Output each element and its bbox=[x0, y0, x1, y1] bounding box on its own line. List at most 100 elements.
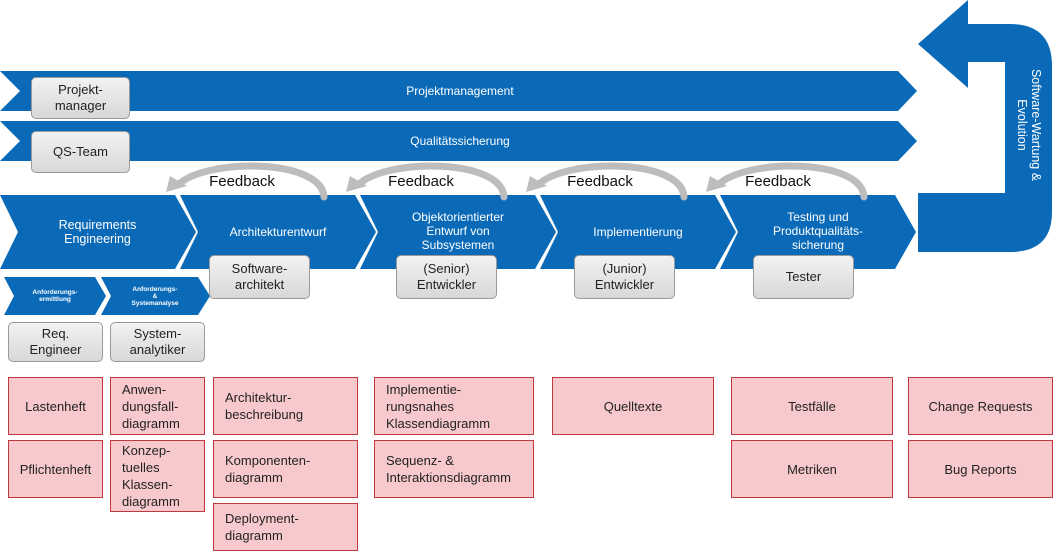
artifact-pflichtenheft-line-1: Pflichtenheft bbox=[19, 461, 92, 477]
feedback-arc-4 bbox=[714, 162, 868, 201]
feedback-label-3: Feedback bbox=[567, 173, 633, 190]
phase-requirements-line-1: Requirements bbox=[58, 218, 137, 232]
artifact-implementierungsnahes-klassendiagramm: Implementie- rungsnahes Klassendiagramm bbox=[374, 377, 534, 435]
phase-implementierung-line-1: Implementierung bbox=[593, 225, 683, 239]
phase-objekt-label: Objektorientierter Entwurf von Subsystem… bbox=[378, 208, 538, 254]
subphase-analyse-line-2: & bbox=[152, 292, 158, 300]
role-junior-entwickler: (Junior) Entwickler bbox=[574, 255, 675, 299]
phase-architektur-arrow bbox=[180, 195, 376, 269]
artifact-anwendungsfall-line-2: dungsfall- bbox=[122, 398, 179, 414]
phase-requirements-line-2: Engineering bbox=[64, 232, 131, 246]
subphase-analyse-line-1: Anforderungs- bbox=[132, 285, 178, 293]
artifact-architekturbeschreibung-line-2: beschreibung bbox=[225, 407, 304, 422]
artifact-konzeptuell-line-4: diagramm bbox=[122, 494, 180, 509]
feedback-arrowhead-2 bbox=[346, 176, 367, 192]
phase-objekt-line-2: Entwurf von bbox=[426, 224, 490, 238]
phase-architektur-line-1: Architekturentwurf bbox=[229, 225, 327, 239]
artifact-architekturbeschreibung: Architektur- beschreibung bbox=[213, 377, 358, 435]
role-senior-line-2: Entwickler bbox=[416, 277, 477, 292]
artifact-anwendungsfalldiagramm: Anwen- dungsfall- diagramm bbox=[110, 377, 205, 435]
role-reqengineer-line-1: Req. bbox=[41, 326, 70, 341]
role-tester-line-1: Tester bbox=[785, 269, 822, 284]
subphase-analyse-line-3: Systemanalyse bbox=[131, 299, 179, 307]
maintenance-label: Software-Wartung & Evolution bbox=[1013, 65, 1043, 185]
role-softwarearchitekt-line-1: Software- bbox=[231, 261, 288, 276]
role-reqengineer: Req. Engineer bbox=[8, 322, 103, 362]
phase-implementierung-label: Implementierung bbox=[558, 222, 718, 242]
role-junior-line-2: Entwickler bbox=[594, 277, 655, 292]
feedback-arrowhead-3 bbox=[526, 176, 547, 192]
artifact-konzeptuell-line-1: Konzep- bbox=[122, 443, 171, 458]
feedback-label-2: Feedback bbox=[388, 173, 454, 190]
artifact-komponentendiagramm: Komponenten- diagramm bbox=[213, 440, 358, 498]
phase-requirements-arrow bbox=[0, 195, 196, 269]
artifact-lastenheft: Lastenheft bbox=[8, 377, 103, 435]
role-systemanalytiker-line-2: analytiker bbox=[129, 342, 186, 357]
phase-testing-line-1: Testing und bbox=[787, 210, 849, 224]
role-projektmanager: Projekt- manager bbox=[31, 77, 130, 119]
subphase-anforderung-label: Anforderungs- ermittlung bbox=[14, 286, 96, 306]
artifact-quelltexte: Quelltexte bbox=[552, 377, 714, 435]
artifact-pflichtenheft: Pflichtenheft bbox=[8, 440, 103, 498]
role-projektmanager-line-1: Projekt- bbox=[58, 82, 103, 97]
artifact-lastenheft-line-1: Lastenheft bbox=[25, 398, 86, 414]
role-qsteam: QS-Team bbox=[31, 131, 130, 173]
artifact-deployment-line-2: diagramm bbox=[225, 528, 283, 543]
subphase-anforderung-line-2: ermittlung bbox=[39, 296, 71, 303]
artifact-metriken-line-1: Metriken bbox=[787, 461, 837, 477]
artifact-implementierungsnah-line-3: Klassendiagramm bbox=[386, 415, 491, 431]
role-systemanalytiker: System- analytiker bbox=[110, 322, 205, 362]
maintenance-arrow bbox=[918, 0, 1052, 252]
role-junior-line-1: (Junior) bbox=[602, 261, 647, 276]
phase-architektur-label: Architekturentwurf bbox=[198, 222, 358, 242]
phase-objekt-arrow bbox=[360, 195, 556, 269]
qualitaetssicherung-bar bbox=[0, 121, 917, 161]
qualitaetssicherung-label: Qualitätssicherung bbox=[410, 134, 510, 148]
artifact-sequenz-line-1: Sequenz- & bbox=[386, 453, 454, 468]
artifact-konzeptuell-line-3: Klassen- bbox=[122, 477, 173, 492]
phase-testing-line-2: Produktqualitäts- bbox=[772, 224, 864, 238]
artifact-konzeptuelles-klassendiagramm: Konzep- tuelles Klassen- diagramm bbox=[110, 440, 205, 512]
role-projektmanager-line-2: manager bbox=[54, 98, 107, 113]
role-qsteam-line-1: QS-Team bbox=[53, 144, 108, 159]
phase-testing-arrow bbox=[720, 195, 916, 269]
artifact-bugreports-line-1: Bug Reports bbox=[944, 461, 1017, 477]
artifact-testfaelle: Testfälle bbox=[731, 377, 893, 435]
feedback-arc-1 bbox=[174, 162, 328, 201]
subphase-analyse-arrow bbox=[101, 277, 210, 315]
artifact-komponenten-line-2: diagramm bbox=[225, 470, 283, 485]
artifact-komponenten-line-1: Komponenten- bbox=[225, 453, 311, 468]
artifact-deployment-line-1: Deployment- bbox=[225, 511, 299, 526]
feedback-arrowhead-1 bbox=[166, 176, 187, 192]
phase-objekt-line-1: Objektorientierter bbox=[411, 210, 505, 224]
feedback-arrowhead-4 bbox=[706, 176, 727, 192]
artifact-architekturbeschreibung-line-1: Architektur- bbox=[225, 390, 292, 405]
role-tester: Tester bbox=[753, 255, 854, 299]
subphase-anforderung-line-1: Anforderungs- bbox=[32, 289, 78, 296]
feedback-label-4: Feedback bbox=[745, 173, 811, 190]
feedback-label-1: Feedback bbox=[209, 173, 275, 190]
artifact-change-requests: Change Requests bbox=[908, 377, 1053, 435]
phase-requirements-label: Requirements Engineering bbox=[20, 210, 175, 254]
subphase-anforderung-arrow bbox=[4, 277, 106, 315]
artifact-deploymentdiagramm: Deployment- diagramm bbox=[213, 503, 358, 551]
artifact-implementierungsnah-line-1: Implementie- bbox=[386, 381, 462, 397]
artifact-implementierungsnah-line-2: rungsnahes bbox=[386, 398, 454, 414]
artifact-bug-reports: Bug Reports bbox=[908, 440, 1053, 498]
phase-objekt-line-3: Subsystemen bbox=[421, 238, 495, 252]
projektmanagement-label: Projektmanagement bbox=[406, 84, 514, 98]
artifact-anwendungsfall-line-1: Anwen- bbox=[122, 381, 167, 397]
maintenance-line-1: Software-Wartung & bbox=[1029, 68, 1043, 182]
artifact-metriken: Metriken bbox=[731, 440, 893, 498]
artifact-quelltexte-line-1: Quelltexte bbox=[603, 398, 663, 414]
artifact-sequenz-line-2: Interaktionsdiagramm bbox=[386, 470, 511, 485]
subphase-analyse-label: Anforderungs- & Systemanalyse bbox=[111, 282, 199, 310]
role-senior-entwickler: (Senior) Entwickler bbox=[396, 255, 497, 299]
feedback-arc-3 bbox=[534, 162, 688, 201]
artifact-konzeptuell-line-2: tuelles bbox=[122, 460, 160, 475]
artifact-changerequests-line-1: Change Requests bbox=[928, 398, 1033, 414]
phase-implementierung-arrow bbox=[540, 195, 736, 269]
role-softwarearchitekt: Software- architekt bbox=[209, 255, 310, 299]
phase-testing-label: Testing und Produktqualitäts- sicherung bbox=[738, 208, 898, 254]
